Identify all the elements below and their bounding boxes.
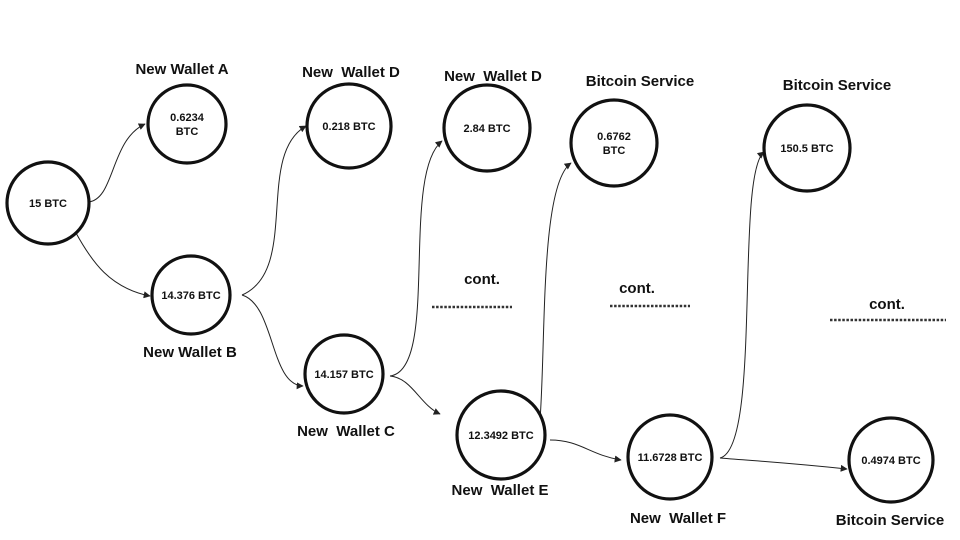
node-circle: [762, 103, 852, 193]
node-label: New Wallet E: [452, 482, 549, 499]
node-label: Bitcoin Service: [586, 73, 694, 90]
node-wallet-d2: 2.84 BTC New Wallet D: [442, 68, 542, 173]
continuation-marker: cont.: [432, 271, 512, 309]
node-wallet-f: 11.6728 BTC New Wallet F: [626, 413, 726, 527]
node-wallet-b: 14.376 BTC New Wallet B: [143, 254, 237, 361]
node-label: New Wallet B: [143, 344, 237, 361]
node-circle: [569, 98, 659, 188]
cont-label: cont.: [869, 296, 905, 313]
node-service-3: 0.4974 BTC Bitcoin Service: [836, 416, 944, 529]
node-value: 15 BTC: [29, 198, 67, 210]
edge-wallet-f-to-service-3: [719, 457, 848, 472]
node-value: 0.6762: [597, 131, 631, 143]
edge-n0-to-wallet-a: [87, 123, 146, 203]
node-value: 0.4974 BTC: [861, 455, 920, 467]
node-label: New Wallet C: [297, 423, 395, 440]
node-circle: [626, 413, 714, 501]
continuations-layer: cont. cont. cont.: [432, 271, 946, 322]
node-n0: 15 BTC: [5, 160, 91, 246]
edge-wallet-b-to-wallet-d1: [241, 125, 307, 296]
node-value: 2.84 BTC: [463, 123, 510, 135]
node-circle: [150, 254, 232, 336]
node-circle: [5, 160, 91, 246]
edges-layer: [75, 123, 848, 472]
edge-n0-to-wallet-b: [75, 232, 151, 299]
node-value: 11.6728 BTC: [638, 452, 703, 464]
node-circle: [442, 83, 532, 173]
node-value: 12.3492 BTC: [468, 430, 533, 442]
node-wallet-e: 12.3492 BTC New Wallet E: [452, 389, 549, 499]
cont-label: cont.: [619, 280, 655, 297]
continuation-marker: cont.: [610, 280, 690, 308]
edge-wallet-e-to-service-1: [539, 162, 572, 421]
edge-wallet-c-to-wallet-d2: [389, 140, 443, 377]
node-value: 0.6234: [170, 112, 205, 124]
edge-wallet-e-to-wallet-f: [549, 439, 622, 463]
node-value: 150.5 BTC: [780, 143, 833, 155]
node-value: 14.376 BTC: [161, 290, 220, 302]
node-circle: [455, 389, 547, 481]
node-label: Bitcoin Service: [783, 77, 891, 94]
edge-wallet-f-to-service-2: [719, 151, 765, 459]
node-service-2: 150.5 BTC Bitcoin Service: [762, 77, 891, 193]
node-label: New Wallet D: [302, 64, 400, 81]
node-label: New Wallet F: [630, 510, 726, 527]
node-value: 0.218 BTC: [322, 121, 375, 133]
node-label: Bitcoin Service: [836, 512, 944, 529]
node-value: BTC: [603, 145, 626, 157]
node-wallet-c: 14.157 BTC New Wallet C: [297, 333, 395, 440]
node-circle: [146, 83, 228, 165]
node-label: New Wallet D: [444, 68, 542, 85]
edge-wallet-b-to-wallet-c: [241, 294, 304, 390]
node-circle: [303, 333, 385, 415]
continuation-marker: cont.: [830, 296, 946, 322]
node-circle: [305, 82, 393, 170]
node-value: BTC: [176, 126, 199, 138]
node-circle: [847, 416, 935, 504]
node-value: 14.157 BTC: [314, 369, 373, 381]
node-wallet-d1: 0.218 BTC New Wallet D: [302, 64, 400, 170]
node-label: New Wallet A: [135, 61, 228, 78]
cont-label: cont.: [464, 271, 500, 288]
edge-wallet-c-to-wallet-e: [389, 375, 441, 415]
